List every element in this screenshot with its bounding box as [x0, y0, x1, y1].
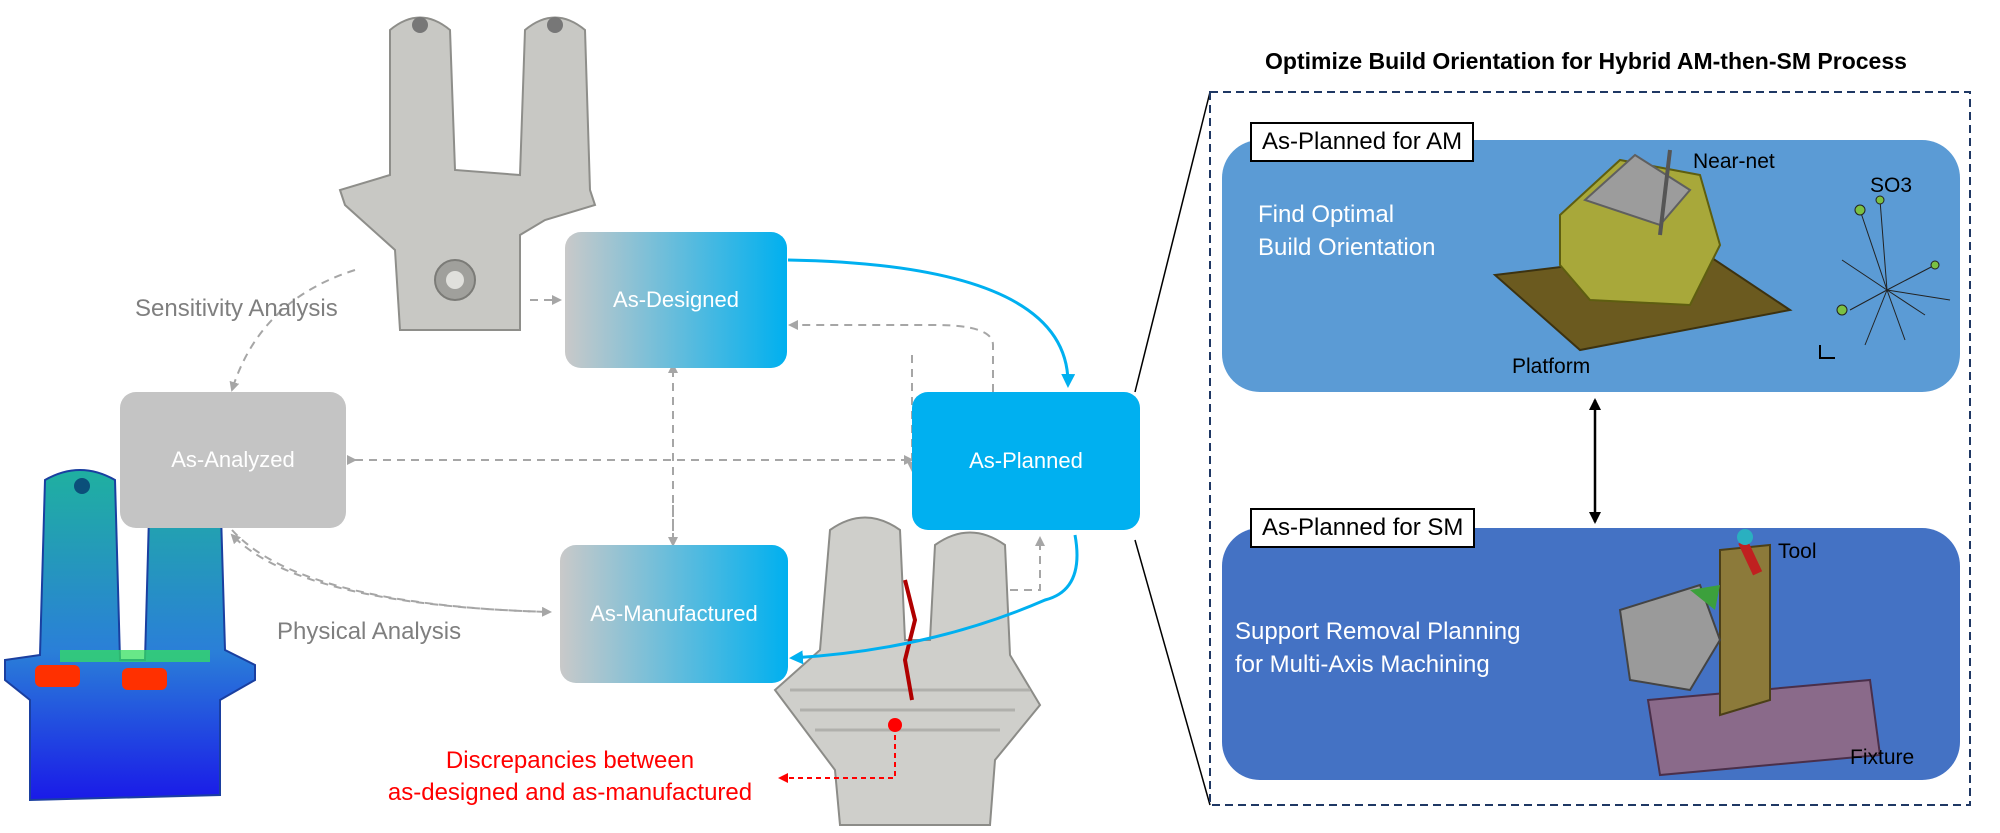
- discrepancy-label: Discrepancies between as-designed and as…: [370, 745, 770, 809]
- discrepancy-label-line2: as-designed and as-manufactured: [387, 779, 753, 806]
- as-manufactured-part-image: [773, 516, 1042, 826]
- right-panel-title: Optimize Build Orientation for Hybrid AM…: [1265, 48, 1907, 74]
- discrepancy-label-line1: Discrepancies between: [445, 747, 695, 774]
- zoom-lines: [1134, 91, 1211, 806]
- sm-panel-text-line2: for Multi-Axis Machining: [1235, 651, 1490, 678]
- as-designed-node[interactable]: As-Designed: [565, 232, 787, 368]
- as-planned-node[interactable]: As-Planned: [912, 392, 1140, 530]
- sensitivity-analysis-label: Sensitivity Analysis: [135, 295, 338, 322]
- sm-panel-text: Support Removal Planning for Multi-Axis …: [1235, 615, 1521, 681]
- as-manufactured-node[interactable]: As-Manufactured: [560, 545, 788, 683]
- so3-label: SO3: [1870, 174, 1913, 197]
- am-panel-text-line2: Build Orientation: [1258, 234, 1436, 261]
- discrepancy-arrow: [778, 735, 896, 783]
- as-designed-part-image: [338, 16, 597, 331]
- tool-label: Tool: [1778, 540, 1817, 563]
- as-analyzed-node[interactable]: As-Analyzed: [120, 392, 346, 528]
- fixture-label: Fixture: [1850, 746, 1915, 769]
- right-panel-border: [1209, 91, 1971, 806]
- near-net-label: Near-net: [1693, 150, 1775, 173]
- am-panel-text: Find Optimal Build Orientation: [1258, 198, 1435, 264]
- so3-orientation-image: [1819, 195, 1951, 359]
- platform-label: Platform: [1512, 355, 1591, 378]
- as-analyzed-part-image: [4, 469, 256, 802]
- as-planned-sm-tag: As-Planned for SM: [1250, 508, 1476, 548]
- as-planned-am-tag: As-Planned for AM: [1250, 122, 1475, 162]
- am-panel-text-line1: Find Optimal: [1258, 201, 1395, 228]
- sm-panel-text-line1: Support Removal Planning: [1235, 618, 1521, 645]
- dashed-connectors: [229, 269, 1045, 617]
- sm-machining-image: [1618, 529, 1882, 777]
- blue-connectors: [787, 258, 1079, 665]
- am-build-image: [1492, 149, 1793, 352]
- physical-analysis-label: Physical Analysis: [277, 618, 462, 645]
